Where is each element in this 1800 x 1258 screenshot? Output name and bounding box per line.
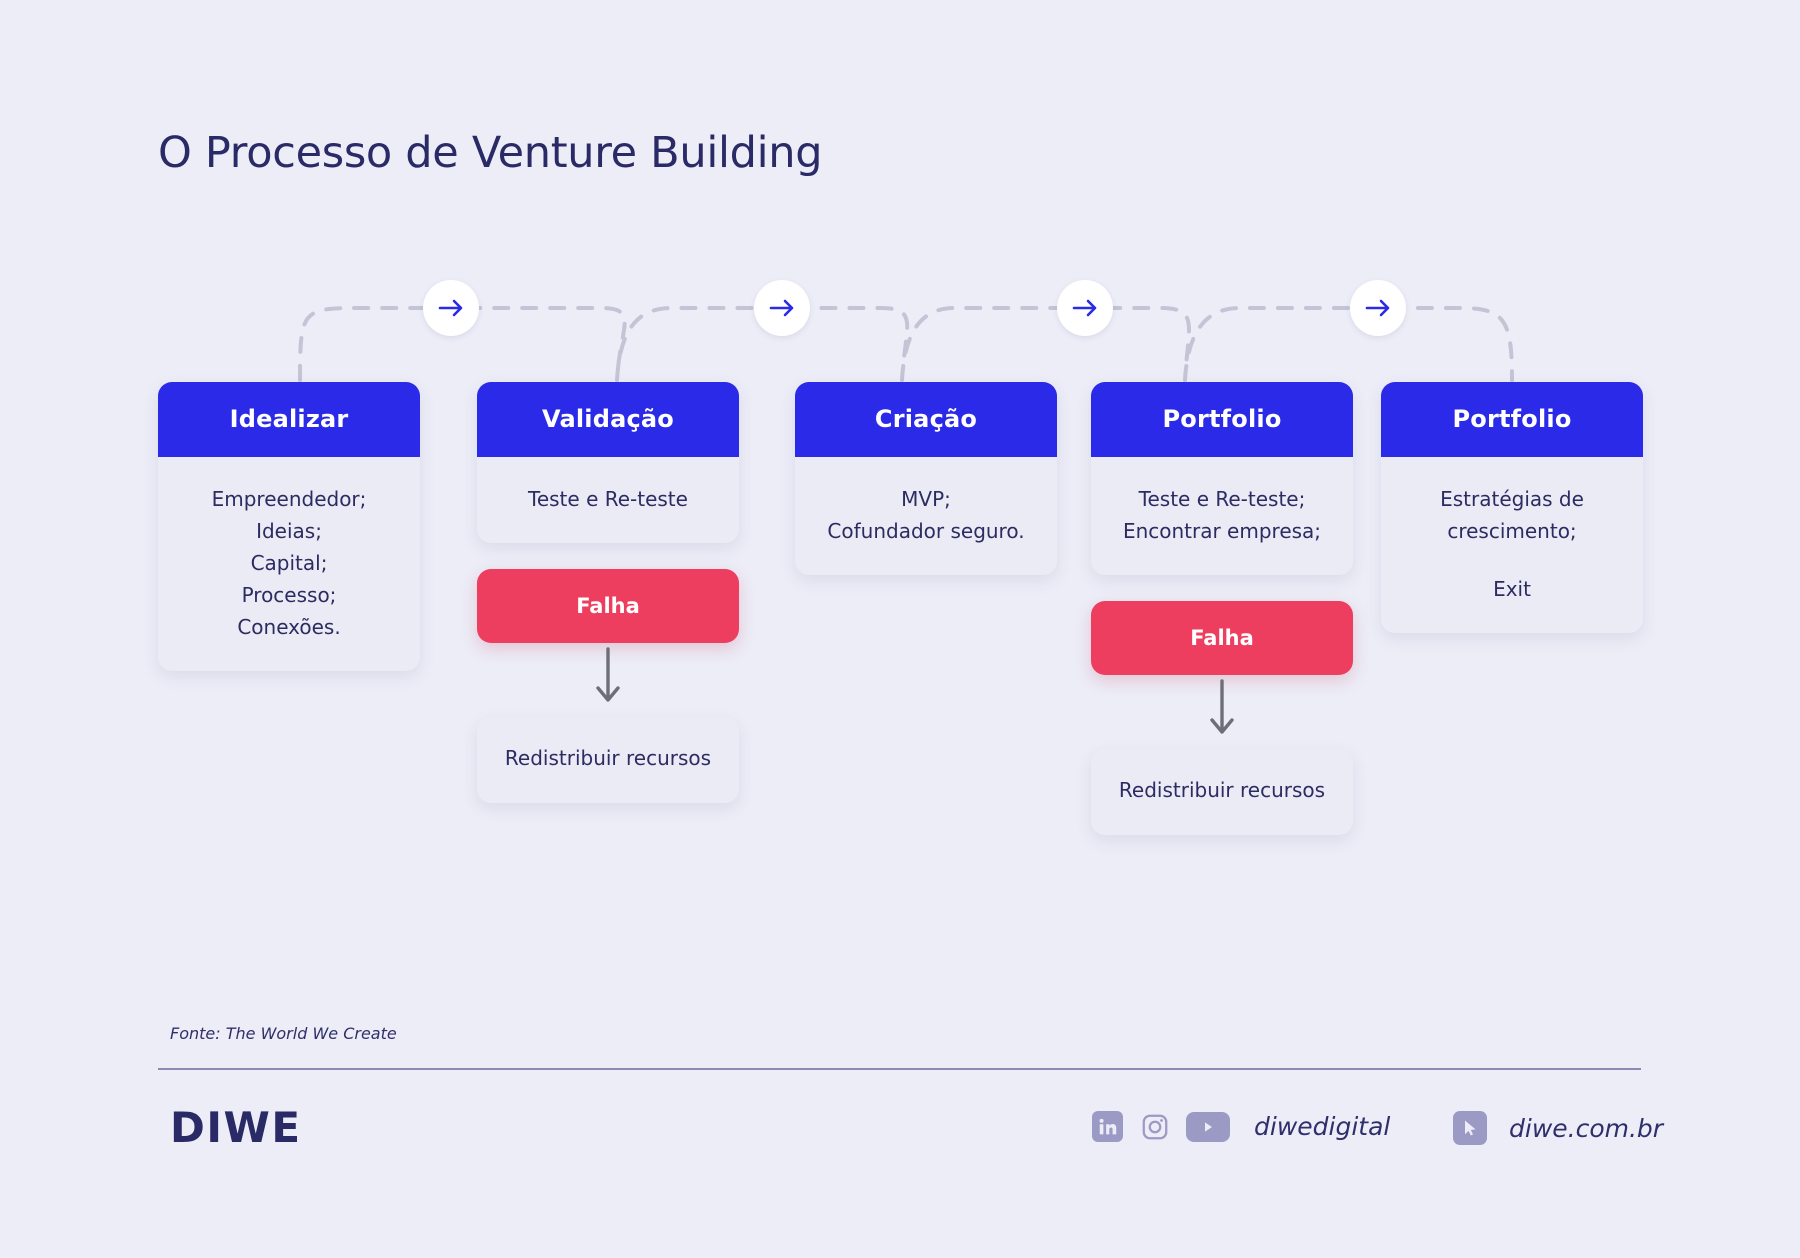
website-label: diwe.com.br [1509, 1113, 1664, 1143]
outcome-line: Redistribuir [504, 746, 620, 770]
card-line: Processo; [241, 583, 337, 607]
card-line-spacer [1395, 547, 1629, 573]
stage-card-header: Validação [477, 382, 739, 457]
failure-down-arrow [477, 643, 739, 717]
footer-divider [158, 1068, 1641, 1070]
card-line: Teste e Re-teste [528, 487, 688, 511]
stage-card-body: MVP; Cofundador seguro. [795, 457, 1057, 575]
arrow-down-icon [1207, 679, 1237, 745]
flow-arrow-badge-2 [754, 280, 810, 336]
card-line: Encontrar empresa; [1122, 519, 1322, 543]
instagram-icon[interactable] [1139, 1111, 1170, 1142]
source-note: Fonte: The World We Create [170, 1024, 397, 1043]
arrow-right-icon [1070, 293, 1100, 323]
card-line: Conexões. [237, 615, 341, 639]
outcome-line: Redistribuir [1118, 778, 1234, 802]
card-line: Empreendedor; [211, 487, 367, 511]
stage-card-header: Idealizar [158, 382, 420, 457]
flow-column-portfolio-exit: Portfolio Estratégias de crescimento; Ex… [1381, 382, 1643, 633]
stage-card[interactable]: Portfolio Estratégias de crescimento; Ex… [1381, 382, 1643, 633]
flow-arrow-badge-4 [1350, 280, 1406, 336]
linkedin-icon[interactable] [1092, 1111, 1123, 1142]
social-handle: diwedigital [1254, 1112, 1391, 1141]
flow-column-idealizar: Idealizar Empreendedor; Ideias; Capital;… [158, 382, 420, 671]
arrow-down-icon [593, 647, 623, 713]
stage-card[interactable]: Validação Teste e Re-teste [477, 382, 739, 543]
footer-social-group: diwedigital [1092, 1111, 1390, 1142]
stage-card-header: Portfolio [1091, 382, 1353, 457]
card-line: Ideias; [256, 519, 322, 543]
flow-arrow-badge-3 [1057, 280, 1113, 336]
card-line: Exit [1493, 577, 1531, 601]
failure-down-arrow [1091, 675, 1353, 749]
outcome-line: recursos [1240, 778, 1326, 802]
card-line: MVP; [901, 487, 951, 511]
cursor-icon[interactable] [1453, 1111, 1487, 1145]
arrow-right-icon [1363, 293, 1393, 323]
stage-card-body: Teste e Re-teste [477, 457, 739, 543]
card-line: crescimento; [1447, 519, 1577, 543]
flow-arrow-badge-1 [423, 280, 479, 336]
failure-badge[interactable]: Falha [1091, 601, 1353, 675]
failure-outcome-box: Redistribuir recursos [477, 717, 739, 803]
footer-website-group: diwe.com.br [1453, 1111, 1663, 1145]
stage-card[interactable]: Criação MVP; Cofundador seguro. [795, 382, 1057, 575]
card-line: Capital; [250, 551, 328, 575]
stage-card-header: Portfolio [1381, 382, 1643, 457]
outcome-line: recursos [626, 746, 712, 770]
page-title: O Processo de Venture Building [158, 128, 823, 178]
arrow-right-icon [436, 293, 466, 323]
youtube-icon[interactable] [1186, 1111, 1230, 1142]
stage-card[interactable]: Portfolio Teste e Re-teste; Encontrar em… [1091, 382, 1353, 575]
stage-card-header: Criação [795, 382, 1057, 457]
stage-card[interactable]: Idealizar Empreendedor; Ideias; Capital;… [158, 382, 420, 671]
failure-badge[interactable]: Falha [477, 569, 739, 643]
stage-card-body: Empreendedor; Ideias; Capital; Processo;… [158, 457, 420, 671]
card-line: Estratégias de [1440, 487, 1584, 511]
card-line: Cofundador seguro. [827, 519, 1025, 543]
flow-column-validacao: Validação Teste e Re-teste Falha Redistr… [477, 382, 739, 803]
card-line: Teste e Re-teste; [1138, 487, 1306, 511]
stage-card-body: Teste e Re-teste; Encontrar empresa; [1091, 457, 1353, 575]
flow-column-portfolio-teste: Portfolio Teste e Re-teste; Encontrar em… [1091, 382, 1353, 835]
stage-card-body: Estratégias de crescimento; Exit [1381, 457, 1643, 633]
flow-column-criacao: Criação MVP; Cofundador seguro. [795, 382, 1057, 575]
diwe-logo: DIWE [170, 1103, 302, 1152]
failure-outcome-box: Redistribuir recursos [1091, 749, 1353, 835]
arrow-right-icon [767, 293, 797, 323]
